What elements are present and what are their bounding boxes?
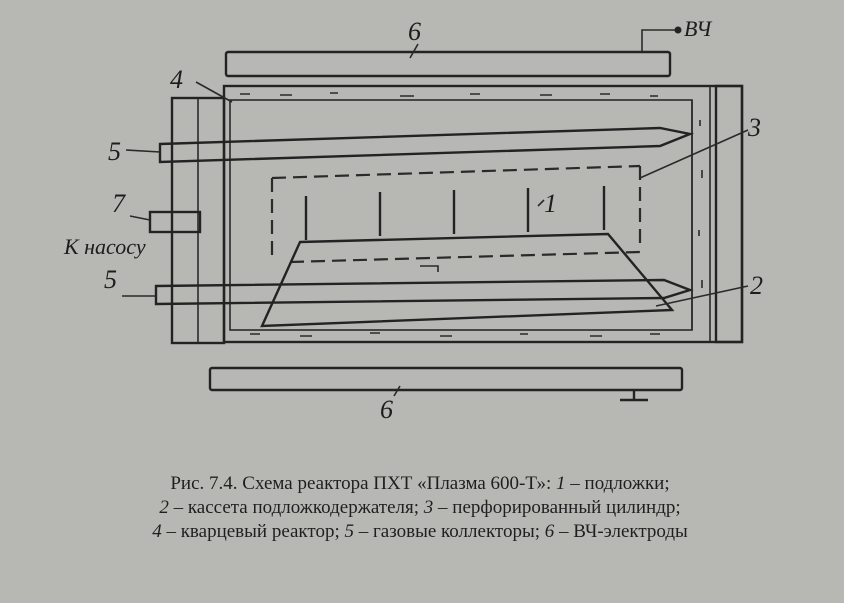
label-6-top: 6 xyxy=(408,17,421,46)
caption-line-1: Рис. 7.4. Схема реактора ПХТ «Плазма 600… xyxy=(170,473,670,494)
label-6-bottom: 6 xyxy=(380,395,393,424)
caption-line-2: 2 – кассета подложкодержателя; 3 – перфо… xyxy=(159,497,681,518)
label-pump: К насосу xyxy=(63,234,146,259)
caption-line-3: 4 – кварцевый реактор; 5 – газовые колле… xyxy=(152,521,688,542)
perforated-cylinder xyxy=(270,164,642,264)
substrate-cassette xyxy=(260,232,675,328)
label-4: 4 xyxy=(170,65,183,94)
left-flange xyxy=(170,96,226,345)
pump-port xyxy=(148,210,202,234)
upper-gas-collector xyxy=(158,126,695,164)
label-rf: ВЧ xyxy=(684,16,713,41)
quartz-reactor xyxy=(222,84,744,344)
top-rf-electrode xyxy=(224,26,682,78)
label-5-upper: 5 xyxy=(108,137,121,166)
label-1: 1 xyxy=(544,189,557,218)
label-7: 7 xyxy=(112,189,126,218)
figure-caption: Рис. 7.4. Схема реактора ПХТ «Плазма 600… xyxy=(40,472,800,544)
substrates xyxy=(304,186,606,240)
lower-gas-collector xyxy=(154,278,694,306)
bottom-rf-electrode xyxy=(208,366,684,402)
label-3: 3 xyxy=(747,113,761,142)
right-end-wall xyxy=(714,84,744,344)
leader-lines xyxy=(122,81,749,307)
label-2: 2 xyxy=(750,271,763,300)
label-5-lower: 5 xyxy=(104,265,117,294)
